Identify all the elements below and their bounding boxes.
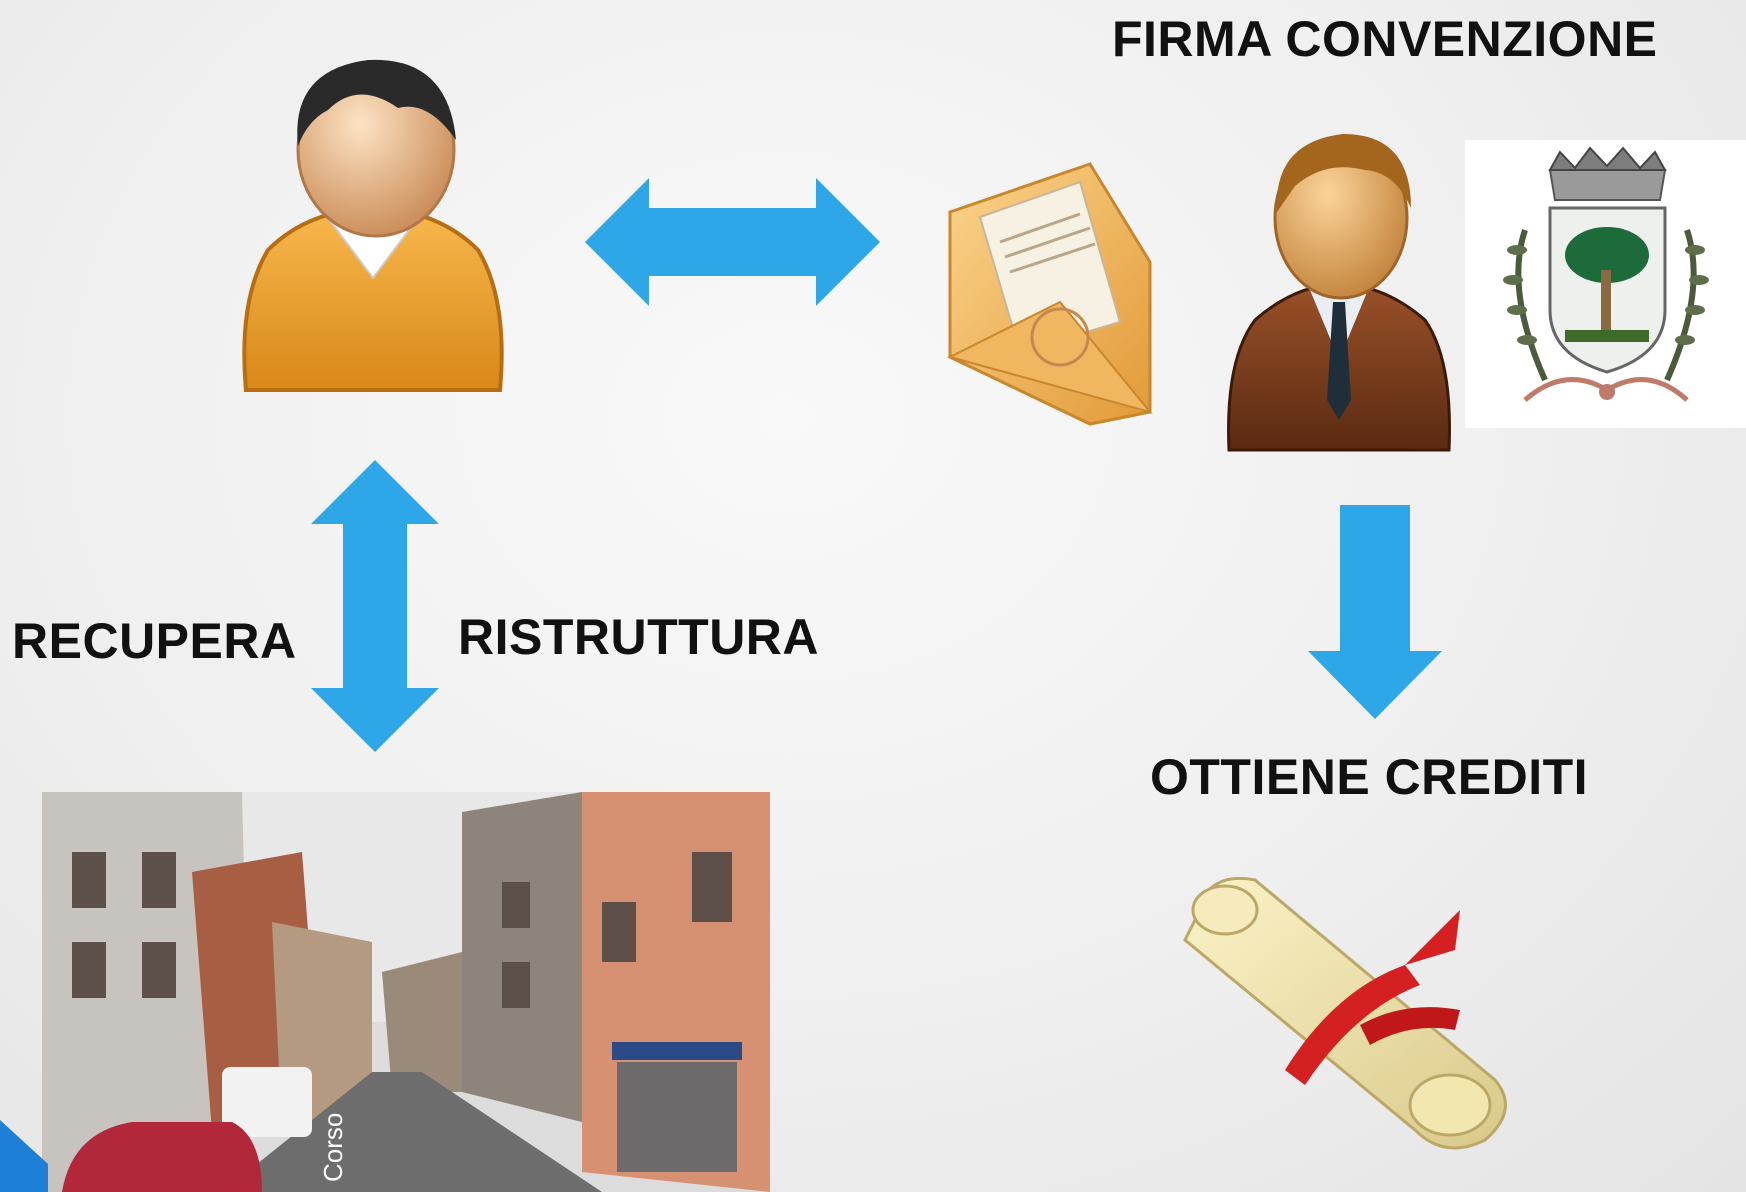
street-sign-text: Corso (318, 1113, 348, 1182)
label-ottiene-crediti: OTTIENE CREDITI (1150, 749, 1589, 805)
label-firma-convenzione: FIRMA CONVENZIONE (1112, 11, 1658, 67)
label-ristruttura: RISTRUTTURA (458, 609, 820, 665)
official-icon (1227, 134, 1451, 452)
arrow-down-icon (1308, 505, 1442, 719)
user-icon (242, 59, 504, 392)
envelope-icon (947, 162, 1153, 426)
municipal-crest (1465, 140, 1746, 428)
label-recupera: RECUPERA (12, 613, 297, 669)
street-photo: Corso (42, 792, 770, 1192)
diploma-scroll-icon (1183, 876, 1507, 1150)
double-arrow-horizontal-icon (585, 178, 880, 306)
double-arrow-vertical-icon (311, 460, 439, 752)
corner-accent (0, 1120, 48, 1192)
